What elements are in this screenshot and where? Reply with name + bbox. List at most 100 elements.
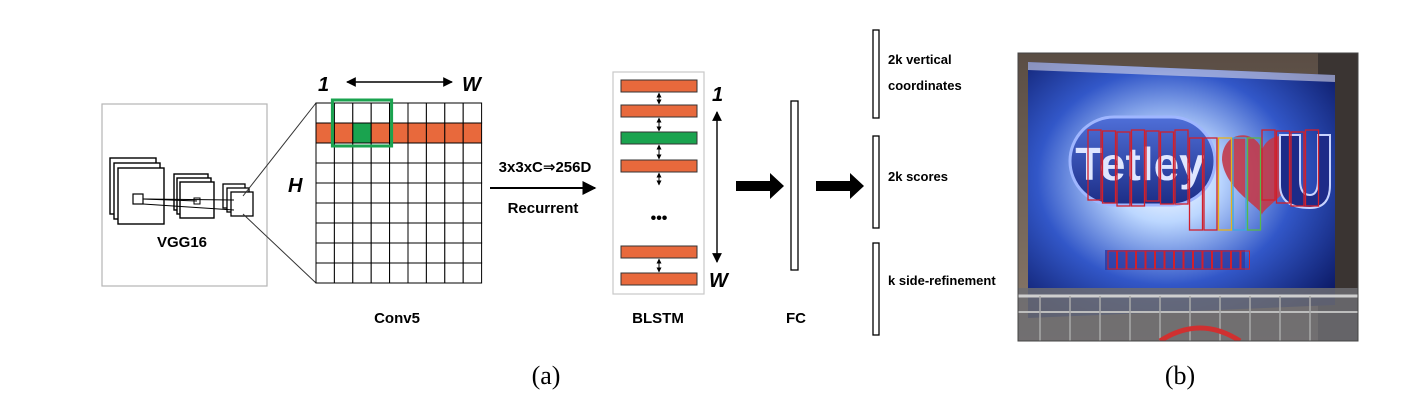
text-proposal-box	[1203, 137, 1218, 231]
blstm-cells	[620, 79, 698, 286]
conv5-cell	[462, 242, 483, 264]
fc-label: FC	[786, 310, 806, 327]
blstm-cell	[620, 272, 698, 286]
text-proposal-box-small	[1212, 250, 1222, 270]
text-proposal-box	[1304, 129, 1320, 207]
output-label-2: 2k scores	[888, 169, 948, 184]
conv5-cell	[315, 242, 335, 264]
conv5-cell	[352, 262, 372, 284]
text-proposal-box-small	[1155, 250, 1165, 270]
conv5-cell	[333, 102, 354, 124]
blstm-cell	[620, 79, 698, 93]
conv5-cell	[389, 162, 409, 184]
text-proposal-box	[1290, 131, 1305, 207]
conv5-cell	[407, 242, 427, 264]
conv5-cell	[462, 222, 483, 244]
text-proposal-box-small	[1136, 250, 1146, 270]
conv5-cell	[333, 162, 354, 184]
conv5-cell	[444, 102, 464, 124]
vgg16-block: VGG16	[101, 103, 268, 287]
output-label-1-line1: 2k vertical	[888, 52, 952, 67]
conv5-cell	[425, 202, 446, 224]
blstm-cell	[620, 245, 698, 259]
arrow-to-outputs	[816, 173, 864, 199]
text-proposal-box-small	[1193, 250, 1203, 270]
text-proposal-box	[1246, 137, 1262, 231]
conv5-cell	[315, 182, 335, 204]
text-proposal-box-small	[1202, 250, 1212, 270]
conv5-cell	[370, 262, 391, 284]
conv5-cell	[333, 222, 354, 244]
conv5-cell	[370, 102, 391, 124]
conv5-cell	[389, 202, 409, 224]
conv5-cell	[425, 122, 446, 144]
conv5-cell	[315, 202, 335, 224]
projection-line-bottom	[242, 213, 317, 284]
conv5-cell	[444, 182, 464, 204]
conv5-cell	[462, 142, 483, 164]
conv5-cell	[333, 262, 354, 284]
text-proposal-box	[1116, 131, 1131, 207]
conv5-cell	[462, 182, 483, 204]
conv5-cell	[389, 182, 409, 204]
conv5-cell	[407, 102, 427, 124]
billboard-brand-text: Tetley	[1075, 138, 1205, 190]
text-proposal-box-small	[1221, 250, 1231, 270]
text-proposal-box	[1159, 131, 1175, 205]
conv5-cell	[333, 242, 354, 264]
conv5-cell	[462, 162, 483, 184]
text-proposal-box-small	[1240, 250, 1250, 270]
conv5-cell	[462, 102, 483, 124]
output-label-3: k side-refinement	[888, 273, 996, 288]
conv5-cell	[352, 222, 372, 244]
caption-b: (b)	[1165, 361, 1195, 390]
conv5-cell	[407, 162, 427, 184]
blstm-ellipsis: •••	[651, 210, 668, 227]
text-proposal-box	[1130, 129, 1146, 207]
text-proposal-box	[1174, 129, 1189, 205]
conv5-cell	[333, 202, 354, 224]
conv5-cell	[352, 202, 372, 224]
text-proposal-box-small	[1126, 250, 1136, 270]
conv5-cell	[389, 262, 409, 284]
conv5-cell	[370, 202, 391, 224]
conv5-cell	[370, 242, 391, 264]
text-proposal-box-small	[1164, 250, 1174, 270]
op-label-top: 3x3xC⇒256D	[499, 159, 592, 176]
text-proposal-box-small	[1231, 250, 1241, 270]
conv5-cell	[444, 142, 464, 164]
conv5-grid	[315, 98, 483, 284]
blstm-label: BLSTM	[632, 310, 684, 327]
conv5-cell	[407, 202, 427, 224]
blstm-cell	[620, 104, 698, 118]
conv5-cell	[407, 122, 427, 144]
conv5-cell	[444, 222, 464, 244]
conv5-cell	[333, 122, 354, 144]
op-label-bottom: Recurrent	[508, 200, 579, 217]
conv5-cell	[352, 102, 372, 124]
conv5-cell	[425, 162, 446, 184]
conv5-cell	[389, 242, 409, 264]
projection-line-top	[242, 102, 317, 197]
conv5-cell	[425, 222, 446, 244]
text-proposal-box-small	[1117, 250, 1127, 270]
conv5-cell	[425, 182, 446, 204]
conv5-label: Conv5	[374, 310, 420, 327]
caption-a: (a)	[532, 361, 561, 390]
conv5-cell	[444, 262, 464, 284]
conv5-cell	[370, 162, 391, 184]
text-proposal-boxes	[1087, 129, 1320, 270]
output-bar-side-refinement	[872, 242, 880, 336]
example-photo: Tetley	[1017, 52, 1359, 342]
conv5-cell	[352, 162, 372, 184]
output-label-1-line2: coordinates	[888, 78, 962, 93]
text-proposal-box	[1232, 137, 1247, 231]
conv5-cell	[352, 182, 372, 204]
conv5-cell	[370, 222, 391, 244]
conv5-cell	[425, 102, 446, 124]
text-proposal-box-small	[1174, 250, 1184, 270]
conv5-cell	[462, 262, 483, 284]
blstm-cell	[620, 159, 698, 173]
conv5-cell	[315, 222, 335, 244]
